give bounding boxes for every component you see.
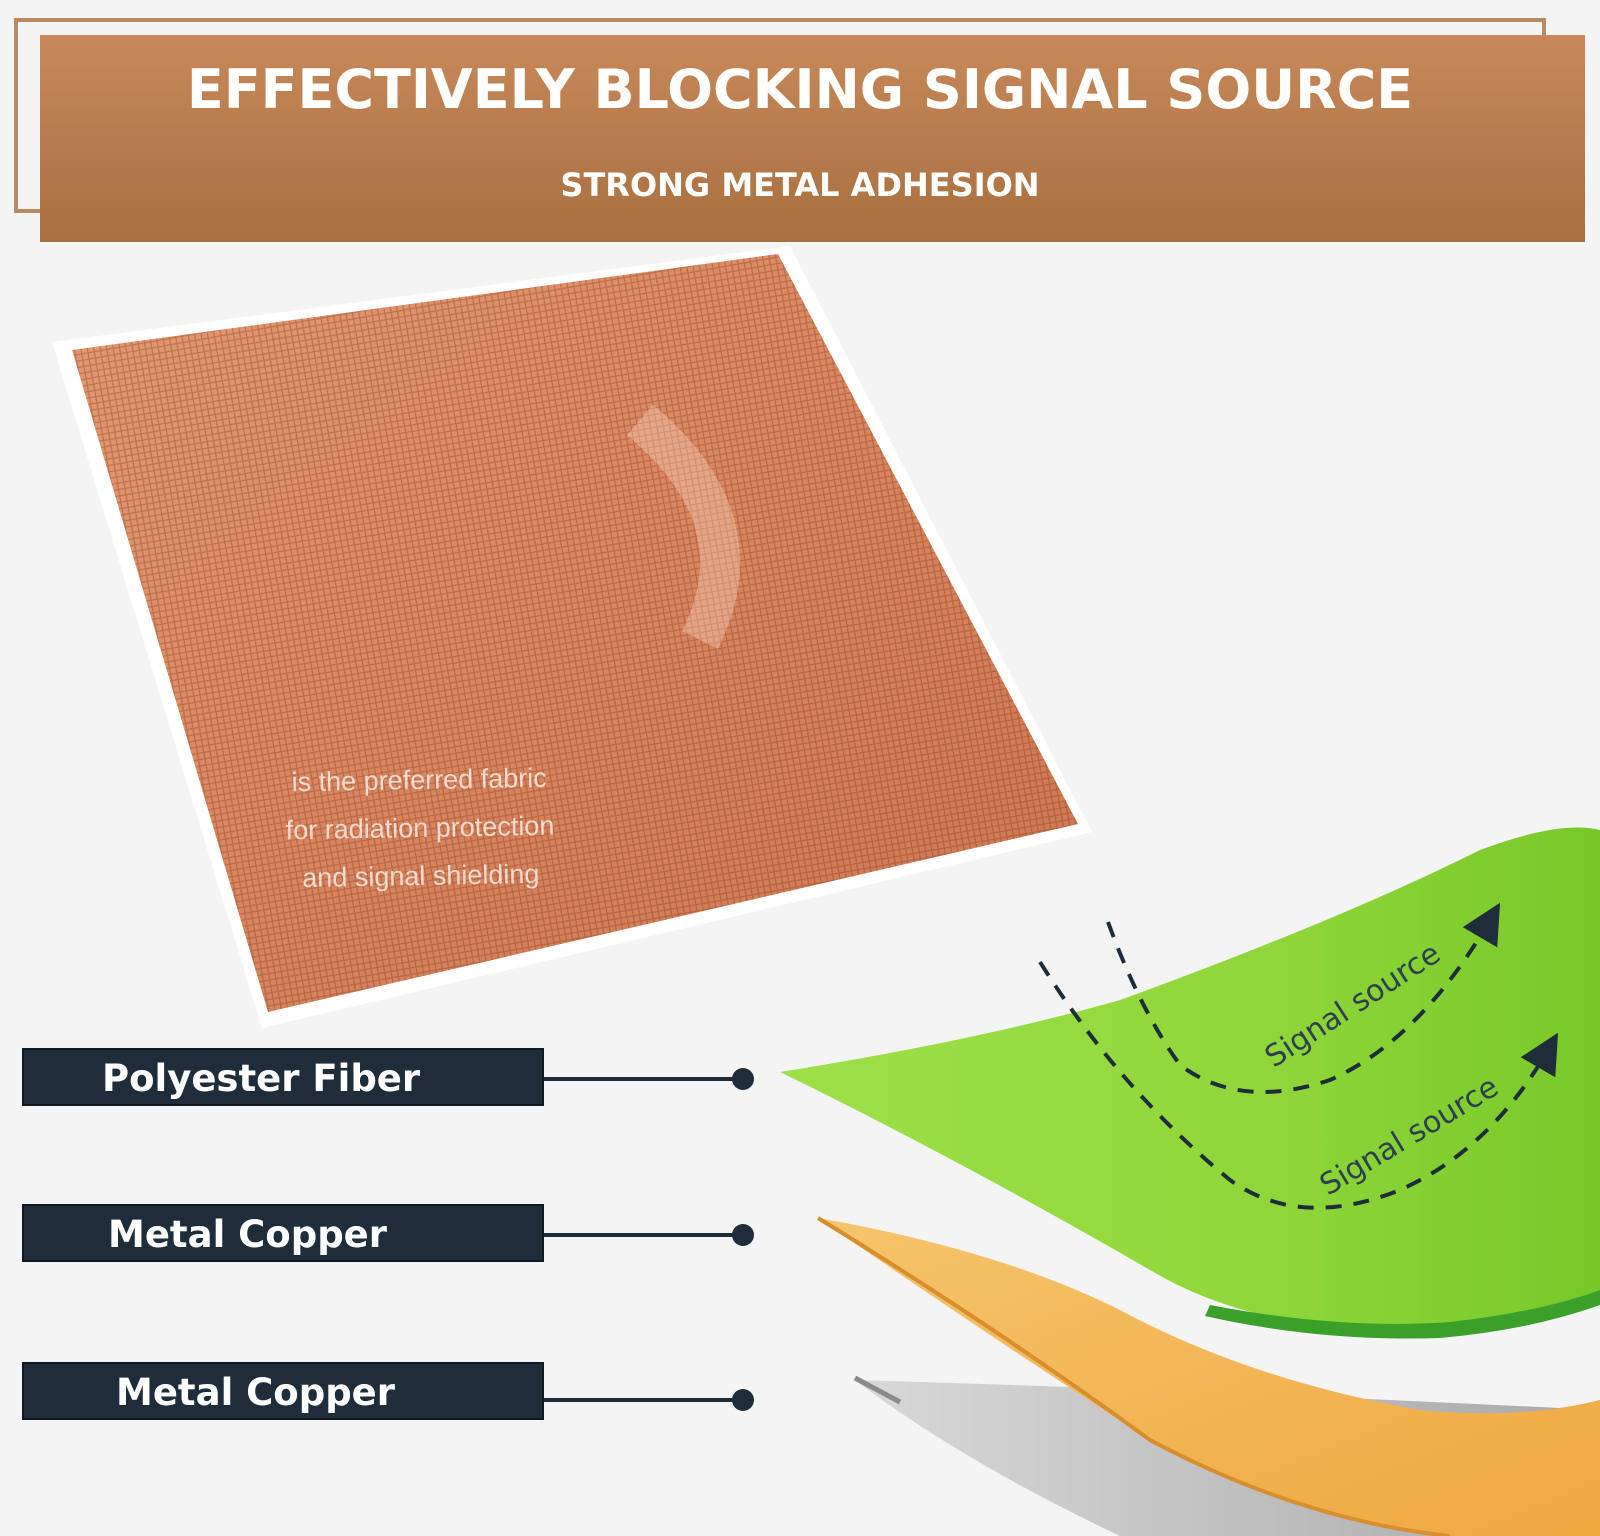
green-layer <box>780 827 1600 1339</box>
connector-line <box>544 1077 740 1081</box>
banner-title: EFFECTIVELY BLOCKING SIGNAL SOURCE <box>186 58 1414 121</box>
layer-label-metal-copper: Metal Copper <box>22 1204 544 1262</box>
copper-fabric-sheet <box>52 246 1092 1028</box>
connector-dot <box>732 1389 754 1411</box>
orange-layer <box>816 1216 1600 1536</box>
layer-label-text: Polyester Fiber <box>102 1057 421 1100</box>
caption-line: is the preferred fabric <box>291 762 547 798</box>
caption-line: for radiation protection <box>285 810 555 846</box>
connector-line <box>544 1233 740 1237</box>
fabric-caption: is the preferred fabric for radiation pr… <box>249 753 591 903</box>
connector-dot <box>732 1068 754 1090</box>
connector-line <box>544 1398 740 1402</box>
banner-subtitle: STRONG METAL ADHESION <box>560 166 1040 204</box>
layer-label-metal-copper: Metal Copper <box>22 1362 544 1420</box>
layer-label-polyester: Polyester Fiber <box>22 1048 544 1106</box>
connector-dot <box>732 1224 754 1246</box>
caption-line: and signal shielding <box>302 858 540 894</box>
layer-label-text: Metal Copper <box>116 1371 396 1414</box>
signal-paths <box>1038 902 1559 1210</box>
layer-label-text: Metal Copper <box>108 1213 388 1256</box>
header-banner <box>40 35 1585 242</box>
